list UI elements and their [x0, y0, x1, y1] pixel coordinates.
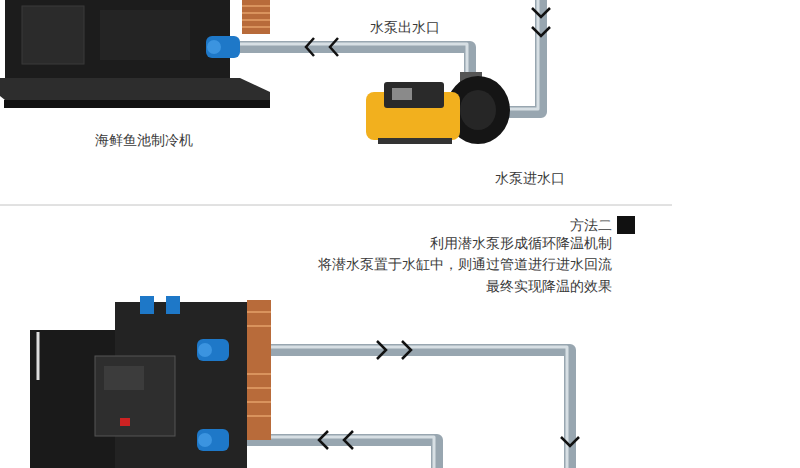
pump-unit: 水泵出水口水泵进水口 [360, 14, 600, 194]
flow-chevron [402, 341, 411, 359]
flow-chevron [344, 431, 353, 449]
pump-display [392, 88, 412, 100]
valve [140, 296, 154, 314]
return-pipe [228, 440, 437, 468]
method-heading: 方法二 [570, 217, 612, 233]
coil-stripes [242, 6, 270, 27]
chiller-body [5, 0, 230, 78]
flow-chevron [532, 27, 550, 36]
pipe-highlight [228, 347, 567, 468]
pipe-highlight [360, 44, 467, 80]
chiller-unit: 海鲜鱼池制冷机 [0, 0, 240, 155]
method-marker [617, 216, 635, 234]
inlet-pipe [505, 0, 541, 112]
drain-tube [37, 332, 40, 380]
chiller-base-edge [4, 100, 270, 108]
port-label: 水泵进水口 [495, 170, 565, 186]
pipe-fitting-cap [207, 40, 221, 54]
flow-chevron [377, 341, 386, 359]
pipe-fitting [197, 339, 229, 361]
pump-housing-face [460, 90, 496, 130]
pipe-connector [240, 41, 360, 53]
pipe-highlight [505, 0, 538, 109]
outlet-pipe [360, 47, 470, 80]
pipe-highlight [240, 43, 360, 46]
flow-chevron [330, 38, 338, 56]
flow-chevron [319, 431, 328, 449]
pump-figure [366, 72, 510, 144]
pipe-highlight [228, 437, 434, 468]
copper-coil [247, 300, 271, 440]
copper-coil [242, 0, 270, 34]
chiller-bottom-figure [30, 296, 271, 468]
supply-pipe [228, 350, 570, 468]
pump-foot [378, 138, 452, 144]
chiller-panel [100, 10, 190, 60]
method-note: 利用潜水泵形成循环降温机制 [430, 235, 612, 251]
pipe-fitting-cap [198, 343, 212, 357]
panel-screen [104, 366, 144, 390]
divider-line [0, 205, 672, 206]
flow-chevron [561, 437, 579, 446]
flow-chevron [532, 8, 550, 17]
pipe-fitting [206, 36, 240, 58]
method-note: 将潜水泵置于水缸中，则通过管道进行进水回流 [318, 256, 612, 272]
pipe-fitting [197, 429, 229, 451]
coil-stripes [247, 312, 271, 416]
method-note: 最终实现降温的效果 [486, 278, 612, 294]
control-panel [95, 356, 175, 436]
valve [166, 296, 180, 314]
chiller-grille [22, 6, 84, 64]
pump-control-box [384, 82, 444, 108]
chiller-top-figure [0, 0, 270, 108]
pipe-connector-group [240, 38, 360, 56]
port-label: 水泵出水口 [370, 19, 440, 35]
panel-light [120, 418, 130, 426]
flow-chevron [306, 38, 314, 56]
pipe-fitting-cap [198, 433, 212, 447]
bottom-pipes [228, 341, 579, 468]
unit-label: 海鲜鱼池制冷机 [95, 132, 193, 148]
